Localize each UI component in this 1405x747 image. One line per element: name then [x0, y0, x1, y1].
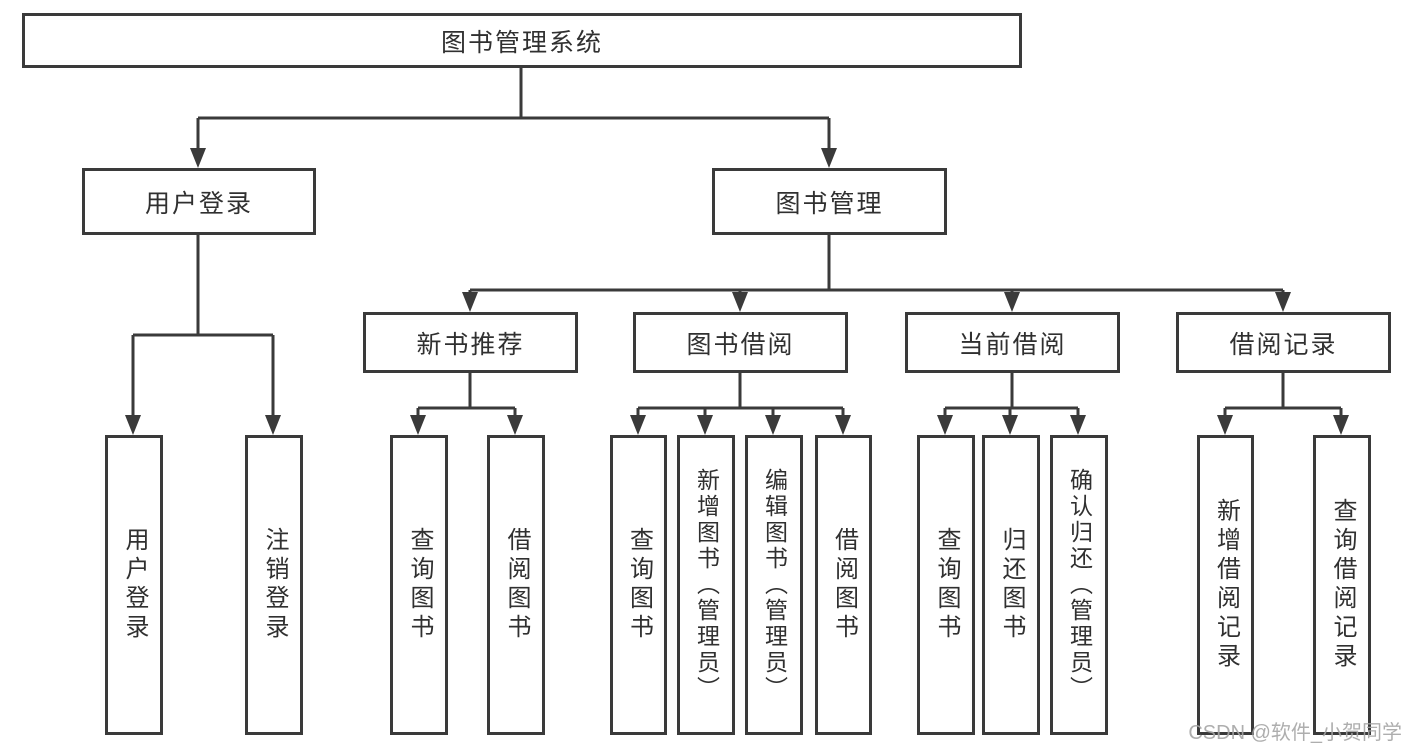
leaf-query-books-recommend-label: 查询图书 [406, 527, 433, 643]
leaf-borrow-books-recommend-label: 借阅图书 [503, 527, 530, 643]
node-borrowing-records-label: 借阅记录 [1229, 330, 1338, 359]
leaf-confirm-return-admin-label: 确认归还（管理员） [1066, 468, 1093, 702]
node-book-management-label: 图书管理 [775, 189, 884, 218]
node-root-label: 图书管理系统 [440, 28, 603, 57]
leaf-user-login-label: 用户登录 [121, 527, 148, 643]
node-current-borrowing-label: 当前借阅 [958, 330, 1067, 359]
leaf-add-borrow-record-label: 新增借阅记录 [1212, 498, 1240, 672]
node-book-borrowing: 图书借阅 [633, 312, 848, 373]
leaf-query-books-borrowing-label: 查询图书 [625, 527, 653, 643]
leaf-confirm-return-admin: 确认归还（管理员） [1050, 435, 1108, 735]
csdn-watermark: CSDN @软件_小贺同学 [1188, 722, 1402, 744]
node-user-login: 用户登录 [82, 168, 316, 235]
node-root: 图书管理系统 [22, 13, 1022, 68]
leaf-edit-books-admin: 编辑图书（管理员） [745, 435, 803, 735]
leaf-borrow-books-borrowing-label: 借阅图书 [830, 527, 858, 643]
node-current-borrowing: 当前借阅 [905, 312, 1120, 373]
leaf-edit-books-admin-label: 编辑图书（管理员） [761, 468, 788, 702]
node-borrowing-records: 借阅记录 [1176, 312, 1391, 373]
node-new-book-recommend: 新书推荐 [363, 312, 578, 373]
leaf-query-books-current-label: 查询图书 [933, 527, 960, 643]
leaf-return-books: 归还图书 [982, 435, 1040, 735]
leaf-add-books-admin: 新增图书（管理员） [677, 435, 735, 735]
node-user-login-label: 用户登录 [144, 189, 253, 218]
node-new-book-recommend-label: 新书推荐 [416, 330, 525, 359]
leaf-borrow-books-recommend: 借阅图书 [487, 435, 545, 735]
leaf-logout: 注销登录 [245, 435, 303, 735]
leaf-query-books-current: 查询图书 [917, 435, 975, 735]
leaf-return-books-label: 归还图书 [998, 527, 1025, 643]
leaf-add-borrow-record: 新增借阅记录 [1197, 435, 1254, 735]
leaf-logout-label: 注销登录 [261, 527, 288, 643]
node-book-borrowing-label: 图书借阅 [686, 330, 795, 359]
leaf-query-borrow-record-label: 查询借阅记录 [1329, 498, 1356, 672]
node-book-management: 图书管理 [712, 168, 947, 235]
leaf-add-books-admin-label: 新增图书（管理员） [693, 468, 720, 702]
leaf-query-books-recommend: 查询图书 [390, 435, 448, 735]
leaf-query-borrow-record: 查询借阅记录 [1313, 435, 1371, 735]
leaf-user-login: 用户登录 [105, 435, 163, 735]
leaf-query-books-borrowing: 查询图书 [610, 435, 667, 735]
leaf-borrow-books-borrowing: 借阅图书 [815, 435, 872, 735]
